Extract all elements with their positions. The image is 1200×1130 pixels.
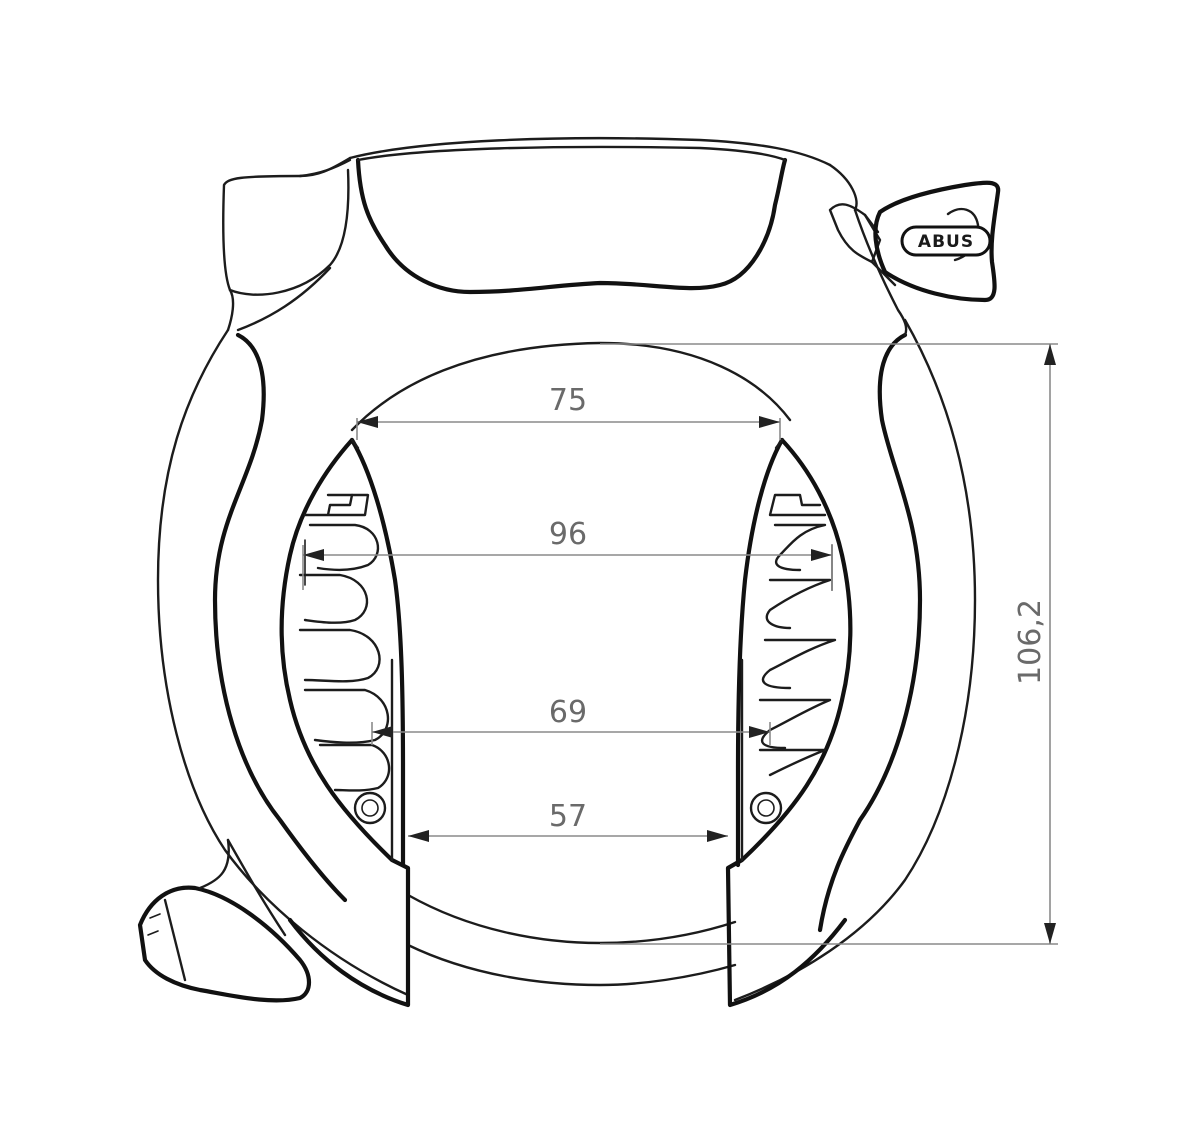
brand-logo-text: ABUS [918,232,974,252]
lock-housing [222,136,908,337]
dimension-label-height: 106,2 [1013,599,1048,685]
mounting-clip [137,838,312,1003]
left-latch-plate [279,437,411,1008]
right-latch-plate [725,437,853,1008]
dimension-lines [302,343,1058,945]
dimension-label-inner-width: 69 [549,695,587,730]
dimension-label-bottom-gap: 57 [549,799,587,834]
dimension-label-slot-width: 96 [549,517,587,552]
dimension-label-top-width: 75 [549,383,587,418]
key: ABUS [828,180,1001,303]
lock-body [156,318,977,1002]
